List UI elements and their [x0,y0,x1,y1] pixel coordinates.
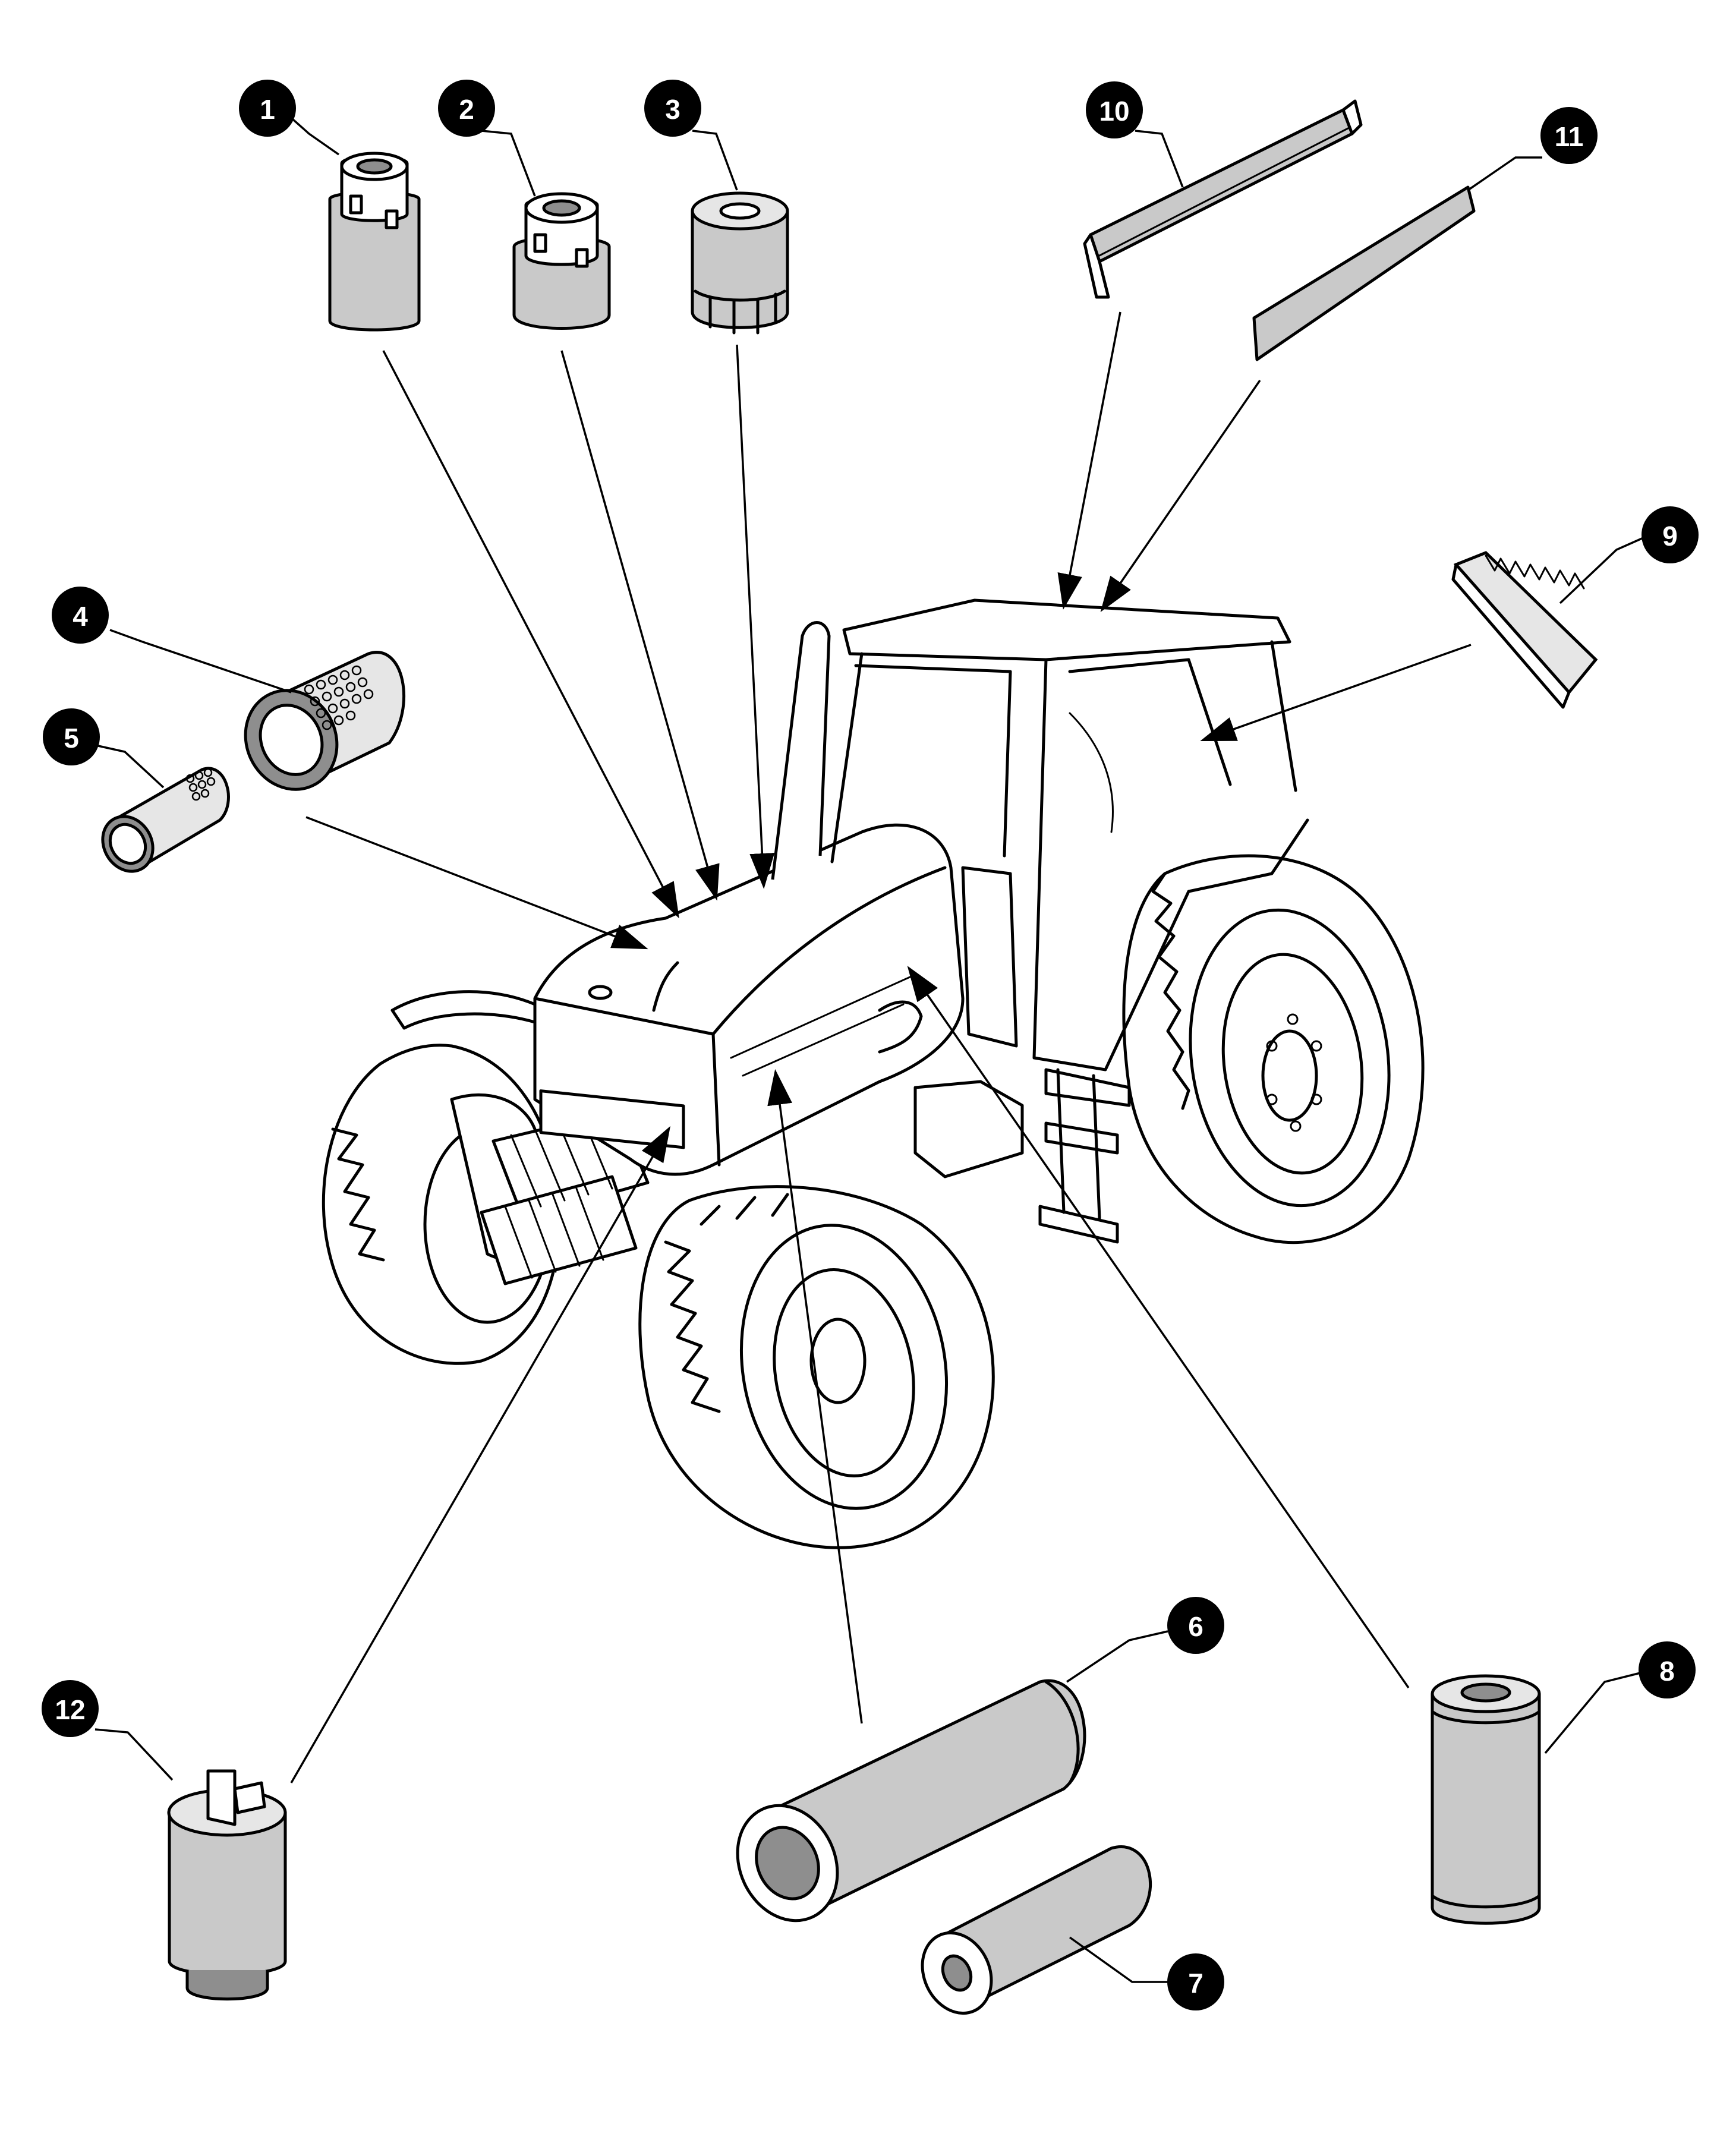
leader-6 [767,1069,863,1724]
svg-text:3: 3 [665,94,680,125]
filter-1-fuel-filter [328,152,421,332]
svg-text:11: 11 [1555,121,1584,152]
callout-12: 12 [42,1680,174,1781]
leader-lines [290,311,1472,1783]
leader-3 [736,344,775,889]
leader-11 [1100,380,1261,612]
filter-2-prefilter [512,192,611,330]
leader-4 [305,816,648,950]
filter-11-cab-air-filter-thin [1252,185,1476,361]
filter-5-air-filter-inner [101,767,230,873]
callout-6: 6 [1066,1597,1224,1683]
callout-5: 5 [43,708,165,789]
hood [533,823,965,1176]
svg-text:12: 12 [55,1694,85,1725]
leader-8 [907,966,1410,1688]
callout-9: 9 [1559,506,1699,604]
callout-8: 8 [1544,1641,1696,1754]
filter-9-cab-recirculation-filter [1451,551,1598,709]
svg-text:4: 4 [73,601,88,632]
callout-4: 4 [52,587,292,694]
air-filter-perforation [304,665,374,730]
front-wheel-right [638,1185,995,1549]
fuel-tank [913,1080,1024,1178]
exhaust-stack [771,621,831,880]
callout-7: 7 [1069,1936,1224,2010]
tractor-illustration [322,598,1425,1549]
filter-6-hydraulic-filter [736,1679,1086,1923]
svg-text:2: 2 [459,94,474,125]
leader-10 [1057,311,1121,610]
leader-2 [560,350,720,901]
svg-text:7: 7 [1188,1968,1203,1999]
filter-12-inline-fuel-filter [167,1769,287,2001]
filter-4-air-filter-outer [244,651,406,791]
callout-10: 10 [1086,81,1184,188]
callout-2: 2 [438,80,536,197]
svg-text:6: 6 [1188,1611,1203,1642]
svg-text:1: 1 [260,94,275,125]
callout-11: 11 [1467,107,1598,191]
cab [830,598,1309,1244]
leader-1 [382,350,679,919]
svg-text:9: 9 [1662,521,1678,551]
svg-text:5: 5 [64,723,79,754]
fender-left [390,990,537,1030]
filter-10-cab-air-filter [1083,99,1363,299]
rear-wheel-right [1122,854,1425,1244]
filter-3-oil-filter [691,191,789,335]
filter-8-transmission-filter [1431,1674,1541,1925]
leader-9 [1200,644,1472,742]
callouts: 1 2 3 4 5 6 7 8 [42,80,1699,2010]
leader-12 [290,1126,670,1783]
callout-3: 3 [644,80,738,191]
callout-1: 1 [239,80,340,156]
filter-7-hydraulic-filter-small [921,1845,1152,2015]
svg-text:10: 10 [1099,96,1129,127]
svg-text:8: 8 [1659,1656,1675,1687]
